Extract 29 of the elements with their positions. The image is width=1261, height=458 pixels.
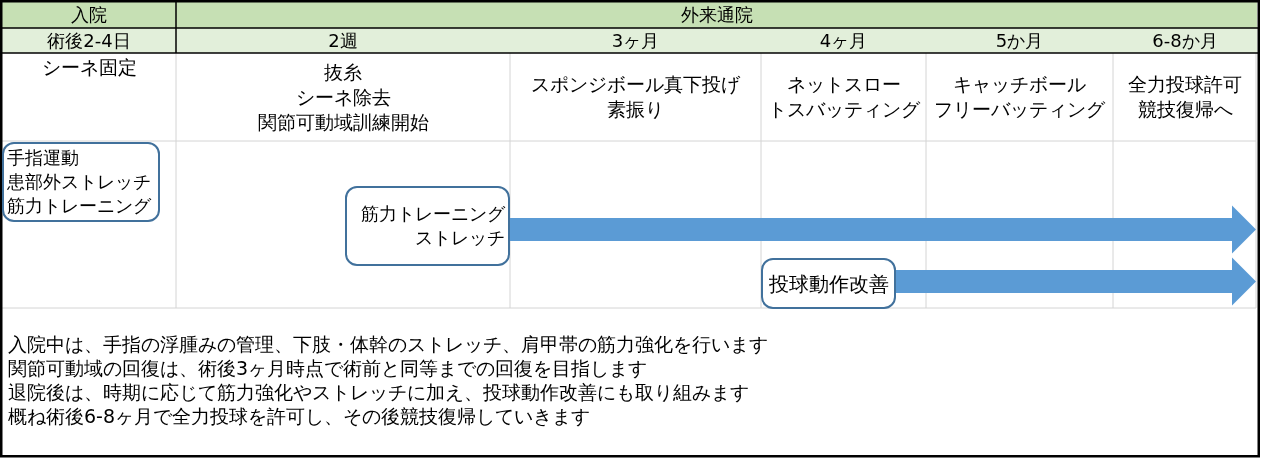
- note-text: 概ね術後6-8ヶ月で全力投球を許可し、その後競技復帰していきます: [8, 404, 591, 428]
- milestone-text: 素振り: [607, 97, 664, 122]
- note-text: 関節可動域の回復は、術後3ヶ月時点で術前と同等までの回復を目指します: [8, 356, 648, 380]
- header-cell: 外来通院: [176, 2, 1257, 28]
- milestone-text: シーネ固定: [41, 55, 137, 80]
- header-cell: 入院: [2, 2, 176, 28]
- activity-text: ストレッチ: [415, 226, 505, 250]
- milestone-text: フリーバッティング: [934, 97, 1105, 122]
- activity-box: [2, 142, 160, 222]
- activity-box: [345, 186, 510, 266]
- milestone-text: トスバッティング: [767, 97, 920, 122]
- block-arrow: [510, 205, 1256, 254]
- milestone-text: シーネ除去: [295, 84, 391, 110]
- milestone-text: 抜糸: [324, 59, 362, 85]
- milestone-text: 関節可動域訓練開始: [257, 109, 429, 135]
- activity-box: [761, 258, 896, 309]
- activity-text: 手指運動: [7, 146, 79, 170]
- milestone-text: 全力投球許可: [1128, 72, 1242, 97]
- note-text: 入院中は、手指の浮腫みの管理、下肢・体幹のストレッチ、肩甲帯の筋力強化を行います: [8, 332, 768, 356]
- activity-text: 筋力トレーニング: [7, 194, 151, 218]
- milestone-text: 競技復帰へ: [1137, 97, 1233, 122]
- block-arrow: [896, 257, 1256, 306]
- activity-text: 筋力トレーニング: [361, 202, 505, 226]
- milestone-text: スポンジボール真下投げ: [531, 72, 740, 97]
- milestone-text: キャッチボール: [953, 72, 1086, 97]
- milestone-text: ネットスロー: [786, 72, 901, 97]
- note-text: 退院後は、時期に応じて筋力強化やストレッチに加え、投球動作改善にも取り組みます: [8, 380, 749, 404]
- activity-text: 投球動作改善: [768, 271, 889, 296]
- activity-text: 患部外ストレッチ: [7, 170, 151, 194]
